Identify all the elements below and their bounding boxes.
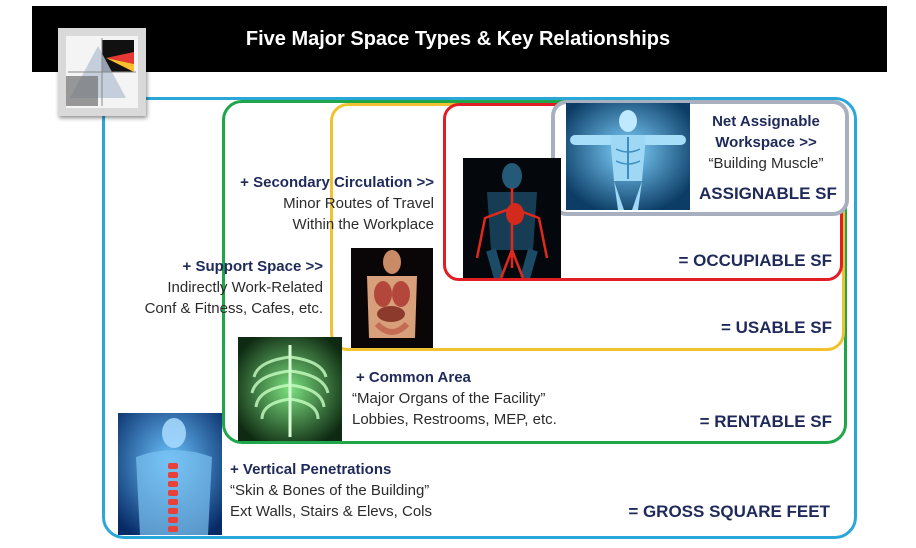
- usable-total-label: = USABLE SF: [721, 318, 832, 337]
- page-title: Five Major Space Types & Key Relationshi…: [245, 28, 671, 50]
- vertical-penetrations-heading: + Vertical Penetrations: [230, 461, 392, 478]
- assignable-total-label: ASSIGNABLE SF: [699, 184, 837, 203]
- circulatory-system-image: [463, 158, 561, 278]
- spine-image: [118, 413, 222, 535]
- assignable-heading-line2: Workspace >>: [715, 134, 817, 151]
- prism-logo: [58, 28, 146, 116]
- ribcage-image: [238, 337, 342, 441]
- support-space-heading: + Support Space >>: [182, 258, 323, 275]
- organs-image: [351, 248, 433, 348]
- support-space-desc-1: Indirectly Work-Related: [167, 279, 323, 296]
- occupiable-total-label: = OCCUPIABLE SF: [678, 251, 833, 270]
- assignable-heading: Net Assignable: [712, 113, 820, 130]
- gross-square-feet-box: [102, 97, 857, 539]
- muscle-figure-image: [566, 103, 690, 210]
- assignable-quote: “Building Muscle”: [708, 155, 824, 172]
- gross-total-label: = GROSS SQUARE FEET: [628, 502, 830, 521]
- secondary-circulation-desc-2: Within the Workplace: [292, 216, 434, 233]
- secondary-circulation-desc-1: Minor Routes of Travel: [283, 195, 434, 212]
- vertical-penetrations-desc-1: “Skin & Bones of the Building”: [230, 482, 430, 499]
- common-area-desc-2: Lobbies, Restrooms, MEP, etc.: [352, 411, 557, 428]
- rentable-total-label: = RENTABLE SF: [699, 412, 832, 431]
- header-bar: [32, 6, 887, 72]
- rentable-sf-box: [222, 100, 847, 444]
- common-area-heading: + Common Area: [356, 369, 471, 386]
- secondary-circulation-heading: + Secondary Circulation >>: [240, 174, 434, 191]
- common-area-desc-1: “Major Organs of the Facility”: [352, 390, 546, 407]
- vertical-penetrations-desc-2: Ext Walls, Stairs & Elevs, Cols: [230, 503, 432, 520]
- support-space-desc-2: Conf & Fitness, Cafes, etc.: [144, 300, 323, 317]
